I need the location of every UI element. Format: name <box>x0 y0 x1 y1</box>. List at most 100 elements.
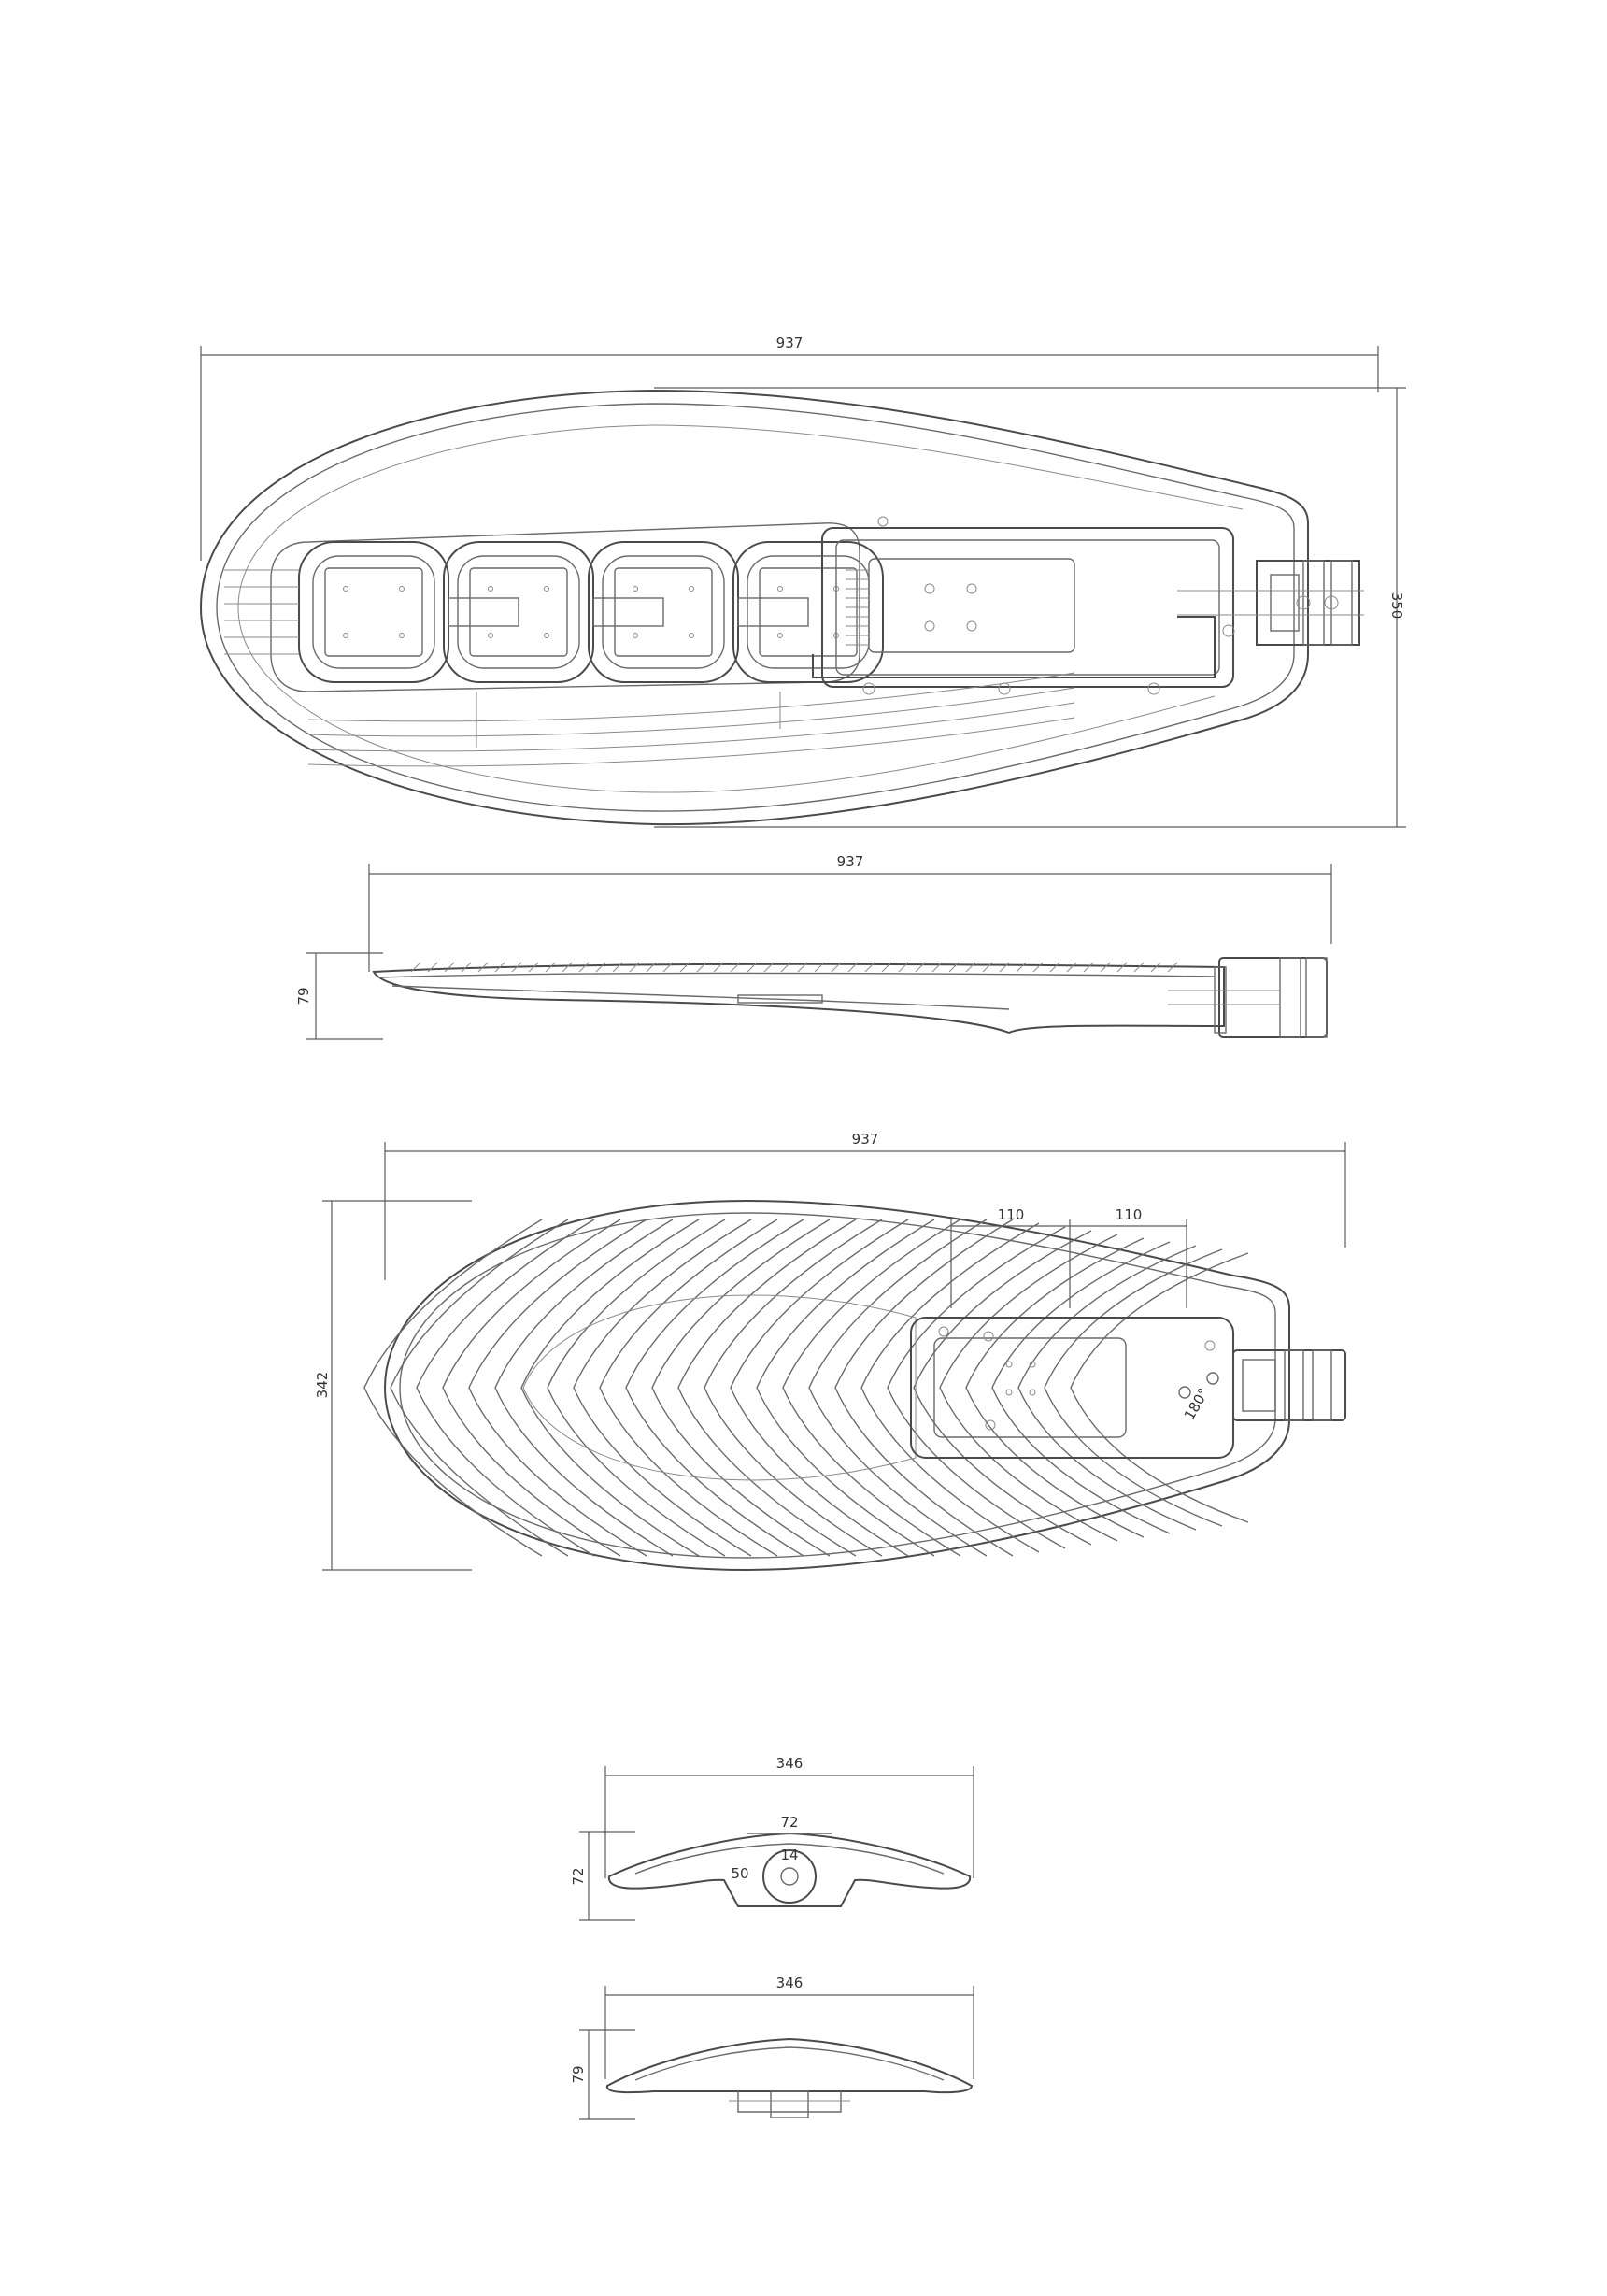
side-fin <box>1116 962 1128 973</box>
dimension-spacing-bottom: 110 110 <box>950 1206 1187 1308</box>
dimension-height-side: 79 <box>295 952 383 1040</box>
dimension-label: 937 <box>776 335 804 351</box>
heat-sink-fin <box>704 1219 883 1557</box>
dimension-label: 110 <box>1116 1206 1143 1223</box>
heat-sink-fin <box>1017 1245 1197 1531</box>
front-mount-boss <box>770 2090 809 2118</box>
led-chip <box>324 567 423 657</box>
side-fin <box>747 962 758 973</box>
rear-inner-curve <box>634 1843 945 1875</box>
heat-sink-fin <box>599 1219 778 1557</box>
tilt-angle-label: 180° <box>1181 1385 1213 1422</box>
side-fin <box>948 962 960 973</box>
front-profile <box>606 2037 974 2094</box>
heat-sink-fin <box>677 1219 857 1557</box>
dimension-label: 79 <box>295 987 312 1005</box>
heat-sink-center <box>522 1294 917 1481</box>
side-fin <box>1032 962 1044 973</box>
side-fin <box>1133 962 1145 973</box>
heat-sink-fin <box>1070 1252 1249 1523</box>
heat-sink-fin <box>991 1241 1171 1534</box>
side-fin <box>814 962 825 973</box>
side-fin <box>898 962 909 973</box>
side-fin <box>780 962 791 973</box>
side-fin <box>545 962 556 973</box>
side-fin <box>1049 962 1060 973</box>
led-chamber <box>270 522 860 692</box>
heat-sink-fin <box>494 1219 674 1557</box>
heat-sink-fin <box>442 1219 621 1557</box>
bottom-view: 937 342 110 110 180° <box>314 1131 1346 1572</box>
led-chip <box>759 567 858 657</box>
pole-mount-top <box>1177 560 1364 646</box>
heat-sink-fin <box>468 1219 647 1557</box>
dimension-length-side: 937 <box>368 853 1332 972</box>
side-top-edge <box>377 972 1216 978</box>
side-fin <box>797 962 808 973</box>
side-fin <box>1016 962 1027 973</box>
side-fin <box>931 962 943 973</box>
panel-line <box>307 717 1075 767</box>
pole-bolt <box>780 1867 799 1886</box>
side-fin <box>763 962 775 973</box>
led-chip-dot <box>633 633 638 638</box>
front-inner-curve <box>634 2046 945 2081</box>
dimension-height-front: 79 <box>570 2029 635 2120</box>
dimension-label: 342 <box>314 1372 331 1399</box>
side-fin <box>1083 962 1094 973</box>
pole-mount-side <box>1168 957 1328 1038</box>
led-module-rim <box>457 555 580 669</box>
led-module <box>732 541 884 683</box>
heat-sink-fin <box>547 1219 726 1557</box>
led-module-rim <box>602 555 725 669</box>
bottom-outline <box>383 1199 1290 1572</box>
dimension-length-bottom: 937 <box>384 1131 1346 1280</box>
led-modules <box>298 541 884 683</box>
heat-sink-fin <box>965 1237 1145 1538</box>
side-lens <box>737 994 823 1004</box>
led-chip-dot <box>488 633 493 638</box>
heat-sink-fin <box>756 1219 935 1557</box>
side-fin <box>444 962 455 973</box>
side-bottom-edge <box>391 985 1010 1010</box>
side-fin <box>999 962 1010 973</box>
top-panel-lines <box>224 569 1075 767</box>
side-fin <box>612 962 623 973</box>
led-chip-dot <box>399 586 405 592</box>
side-view: 937 79 <box>295 853 1332 1040</box>
side-fin <box>1150 962 1161 973</box>
side-fin <box>713 962 724 973</box>
side-fin <box>629 962 640 973</box>
side-fin <box>915 962 926 973</box>
heat-sink-fin <box>808 1219 988 1557</box>
rear-profile <box>607 1832 972 1907</box>
dimension-length-top: 937 <box>200 335 1379 561</box>
side-fin <box>410 962 421 973</box>
led-chip-dot <box>488 586 493 592</box>
dimension-label: 937 <box>852 1131 879 1148</box>
led-chip-dot <box>544 586 549 592</box>
led-module-rim <box>312 555 435 669</box>
dimension-height-rear: 72 <box>570 1831 635 1921</box>
heat-sink-fin <box>390 1219 569 1557</box>
side-fin <box>662 962 674 973</box>
led-chip-dot <box>777 586 783 592</box>
side-fin <box>427 962 438 973</box>
side-fin <box>477 962 489 973</box>
dimension-width-front: 346 <box>604 1975 974 2079</box>
side-fin <box>831 962 842 973</box>
housing-bevel <box>653 424 1244 510</box>
led-chip-dot <box>399 633 405 638</box>
led-chip-dot <box>343 633 348 638</box>
side-fin <box>730 962 741 973</box>
led-chip-dot <box>633 586 638 592</box>
panel-line <box>307 687 1075 737</box>
dimension-label: 14 <box>780 1847 798 1863</box>
heat-sink-fin <box>860 1222 1040 1553</box>
dimension-width-bottom: 342 <box>314 1200 472 1571</box>
dimension-label: 350 <box>1388 592 1405 620</box>
side-fin <box>511 962 522 973</box>
heat-sink-fins <box>363 1219 1249 1557</box>
